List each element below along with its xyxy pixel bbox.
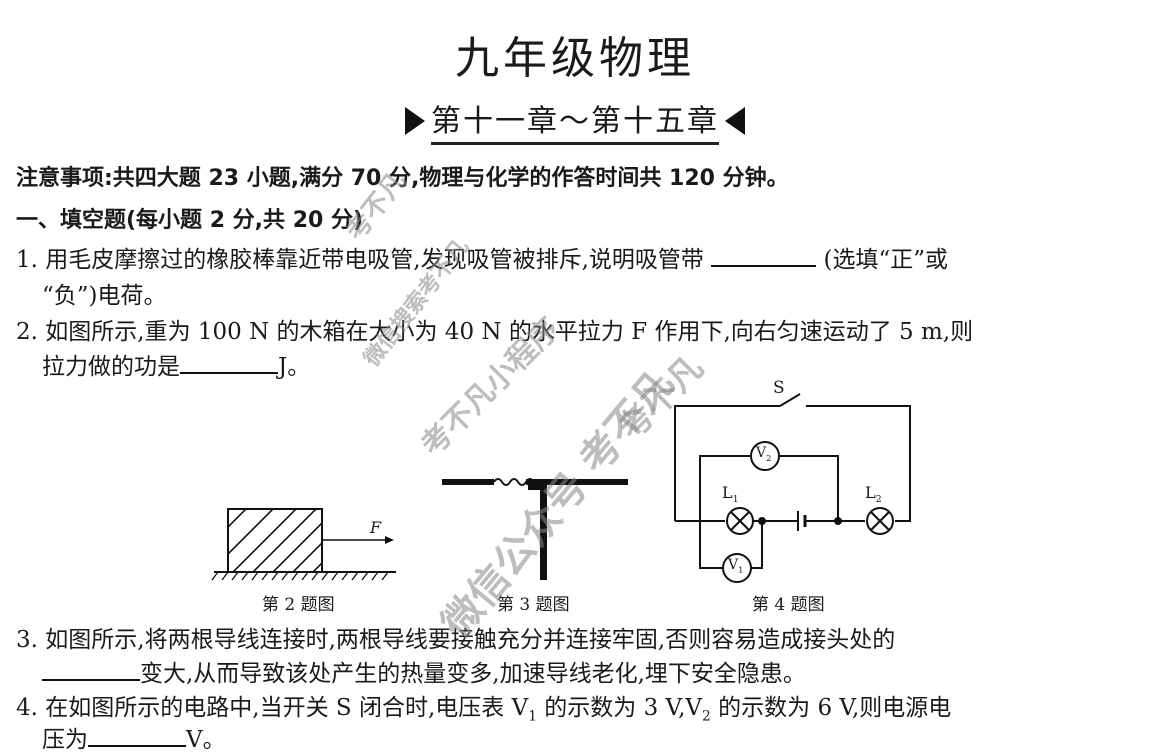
figure-3-caption: 第 3 题图 (497, 595, 570, 615)
question-2-line2: 拉力做的功是 J。 (42, 347, 310, 381)
notice-text: 注意事项:共四大题 23 小题,满分 70 分,物理与化学的作答时间共 120 … (16, 166, 789, 191)
question-number: 3. (16, 627, 38, 653)
question-1-line2: “负”)电荷。 (42, 283, 167, 309)
question-text: (选填“正”或 (823, 247, 949, 273)
question-text: 如图所示,重为 100 N 的木箱在大小为 40 N 的水平拉力 F 作用下,向… (45, 319, 974, 345)
voltmeter-1-label: V1 (728, 557, 744, 575)
right-triangle-icon (725, 106, 745, 135)
question-number: 1. (16, 247, 38, 273)
question-1: 1. 用毛皮摩擦过的橡胶棒靠近带电吸管,发现吸管被排斥,说明吸管带 (选填“正”… (16, 240, 948, 274)
chapter-range: 第十一章～第十五章 (0, 96, 1150, 145)
question-text: 拉力做的功是 (42, 354, 180, 380)
lamp-1-label: L1 (722, 483, 739, 506)
left-triangle-icon (405, 106, 425, 135)
figure-4-circuit: S L1 L2 V2 V1 (670, 378, 920, 583)
question-text: 用毛皮摩擦过的橡胶棒靠近带电吸管,发现吸管被排斥,说明吸管带 (45, 247, 704, 273)
question-number: 4. (16, 695, 38, 721)
question-text: 如图所示,将两根导线连接时,两根导线要接触充分并连接牢固,否则容易造成接头处的 (45, 627, 896, 653)
figure-2: F (210, 500, 400, 585)
switch-label: S (773, 378, 785, 398)
answer-blank-1[interactable] (711, 243, 817, 267)
page-title: 九年级物理 (455, 33, 695, 84)
lamp-2-label: L2 (865, 483, 882, 506)
force-label: F (370, 518, 382, 537)
question-4: 4. 在如图所示的电路中,当开关 S 闭合时,电压表 V1 的示数为 3 V,V… (16, 695, 952, 725)
figure-4-caption: 第 4 题图 (752, 595, 825, 615)
question-number: 2. (16, 319, 38, 345)
chapter-range-text: 第十一章～第十五章 (431, 96, 719, 145)
question-2: 2. 如图所示,重为 100 N 的木箱在大小为 40 N 的水平拉力 F 作用… (16, 312, 973, 346)
question-3-line2: 变大,从而导致该处产生的热量变多,加速导线老化,埋下安全隐患。 (42, 654, 806, 688)
question-text: 变大,从而导致该处产生的热量变多,加速导线老化,埋下安全隐患。 (140, 661, 806, 687)
question-3: 3. 如图所示,将两根导线连接时,两根导线要接触充分并连接牢固,否则容易造成接头… (16, 620, 895, 654)
voltmeter-2-label: V2 (756, 445, 772, 463)
question-text: J。 (278, 354, 311, 380)
answer-blank-3[interactable] (42, 657, 140, 681)
figure-2-caption: 第 2 题图 (262, 595, 335, 615)
figure-3 (440, 470, 630, 580)
answer-blank-4[interactable] (88, 723, 186, 747)
section-heading: 一、填空题(每小题 2 分,共 20 分) (16, 208, 364, 233)
answer-blank-2[interactable] (180, 350, 278, 374)
